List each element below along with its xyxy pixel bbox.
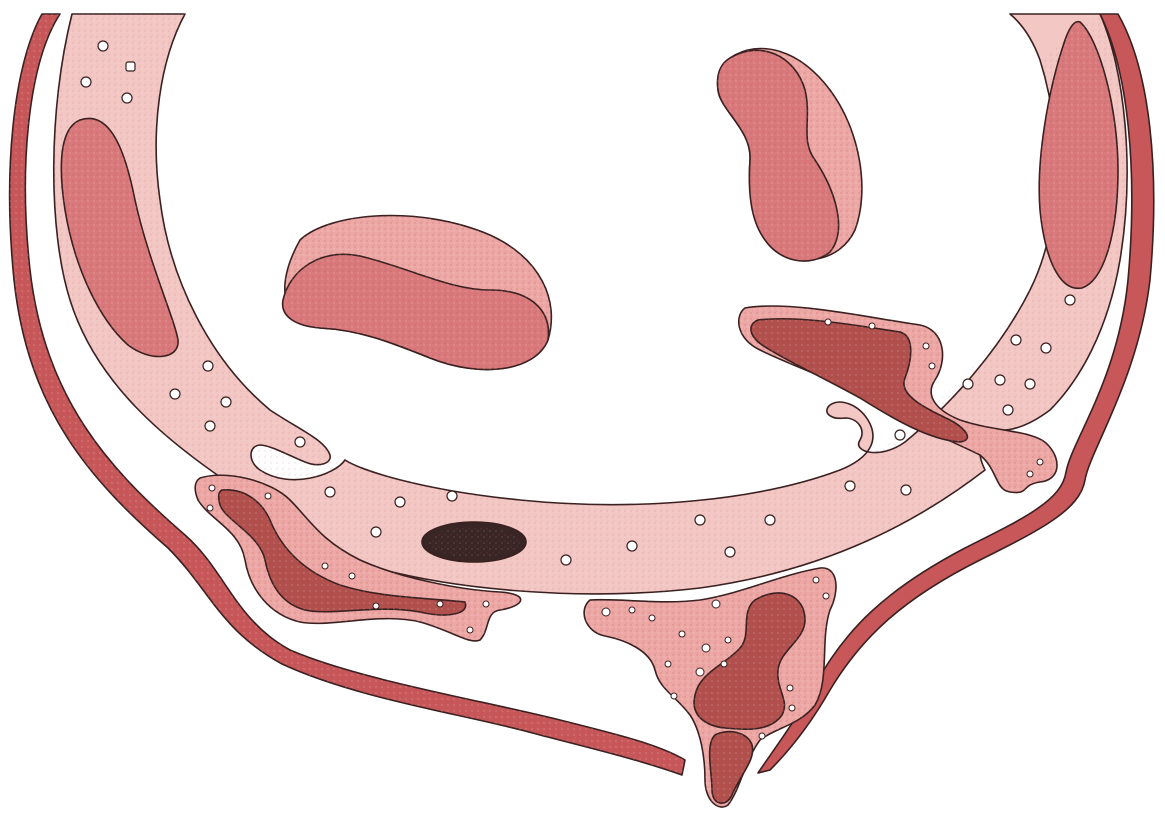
upper-left-organ xyxy=(283,216,552,370)
upper-right-organ xyxy=(718,48,862,261)
bottom-center-organ xyxy=(584,568,836,807)
dark-spot xyxy=(422,522,526,562)
